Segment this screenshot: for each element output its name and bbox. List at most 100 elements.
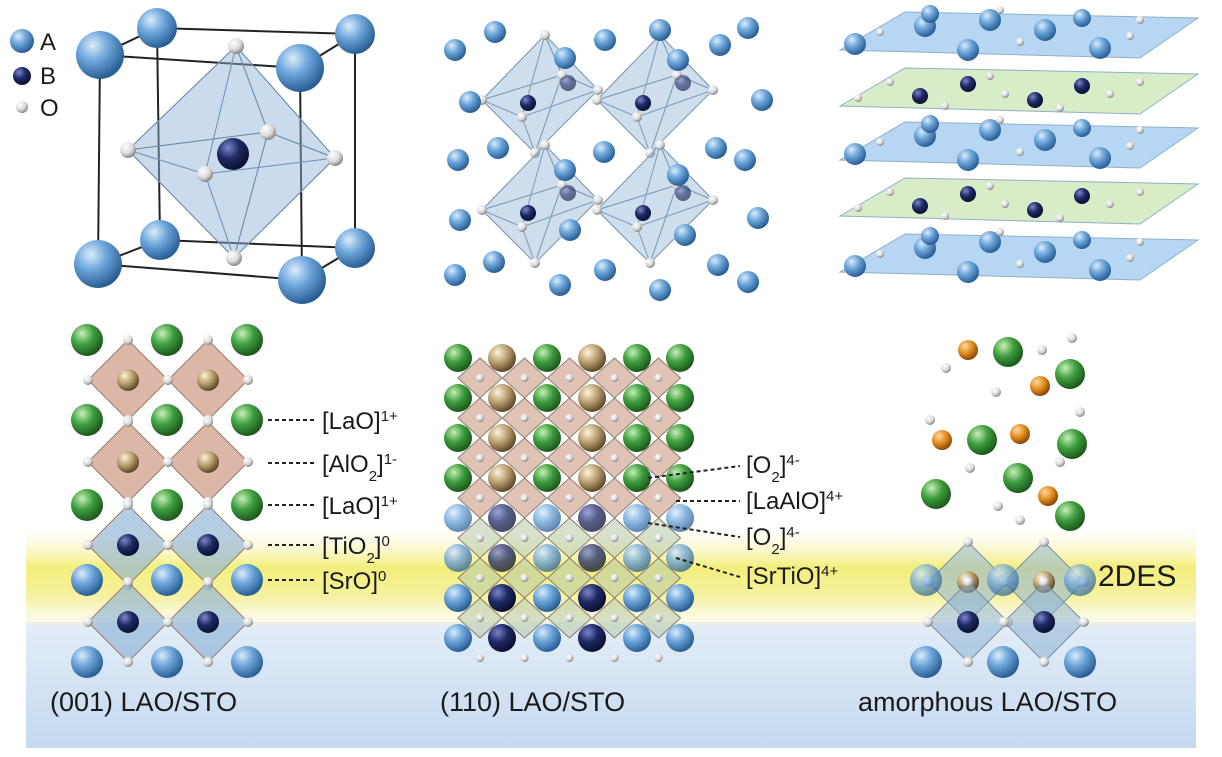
oxygen-atom bbox=[565, 534, 574, 542]
sr-atom bbox=[533, 624, 561, 652]
oxygen-atom bbox=[243, 540, 253, 550]
sr-atom bbox=[71, 564, 103, 596]
a-site-atom bbox=[751, 89, 773, 111]
oxygen-atom bbox=[243, 457, 253, 467]
sr-atom bbox=[444, 584, 472, 612]
oxygen-atom bbox=[520, 414, 529, 422]
a-site-atom bbox=[709, 34, 731, 56]
b-site-atom bbox=[960, 76, 976, 92]
caption-110: (110) LAO/STO bbox=[440, 687, 625, 717]
oxygen-atom bbox=[923, 617, 933, 627]
oxygen-atom bbox=[197, 166, 213, 182]
octahedra-network bbox=[444, 17, 773, 301]
sr-atom bbox=[533, 584, 561, 612]
b-site-atom bbox=[1074, 188, 1090, 204]
sr-atom bbox=[987, 646, 1019, 678]
oxygen-atom bbox=[565, 654, 574, 662]
oxygen-atom bbox=[654, 494, 663, 502]
oxygen-atom bbox=[520, 614, 529, 622]
oxygen-atom bbox=[854, 94, 862, 102]
oxygen-atom bbox=[1055, 457, 1065, 467]
oxygen-atom bbox=[476, 654, 484, 662]
oxygen-atom bbox=[886, 78, 894, 86]
legend-o-label: O bbox=[40, 95, 59, 122]
a-site-atom bbox=[705, 137, 727, 159]
oxygen-atom bbox=[1106, 200, 1114, 208]
a-site-atom bbox=[649, 19, 671, 41]
la-atom bbox=[533, 384, 561, 412]
la-atom bbox=[1003, 463, 1033, 493]
oxygen-atom bbox=[610, 574, 619, 582]
ti-atom bbox=[578, 544, 606, 572]
oxygen-atom bbox=[327, 150, 343, 166]
oxygen-atom bbox=[1039, 537, 1049, 547]
b-site-atom bbox=[635, 205, 651, 221]
sr-atom bbox=[623, 504, 651, 532]
al-atom bbox=[488, 384, 516, 412]
oxygen-atom bbox=[991, 387, 1001, 397]
oxygen-atom bbox=[654, 454, 663, 462]
la-atom bbox=[231, 324, 263, 356]
oxygen-atom bbox=[123, 577, 133, 587]
atomic-plane bbox=[838, 121, 1200, 169]
la-atom bbox=[533, 424, 561, 452]
oxygen-atom bbox=[203, 577, 213, 587]
al-atom bbox=[488, 464, 516, 492]
la-atom bbox=[666, 384, 694, 412]
amorphous-lao-sto-structure bbox=[910, 333, 1096, 678]
oxygen-atom bbox=[120, 142, 136, 158]
a-site-atom bbox=[979, 119, 1001, 141]
oxygen-atom bbox=[876, 28, 884, 36]
a-site-atom bbox=[276, 44, 324, 92]
sr-atom bbox=[444, 624, 472, 652]
a-site-atom bbox=[979, 231, 1001, 253]
oxygen-atom bbox=[476, 534, 484, 542]
oxygen-atom bbox=[1001, 200, 1009, 208]
al-atom bbox=[578, 384, 606, 412]
oxygen-atom bbox=[1016, 148, 1024, 156]
oxygen-atom bbox=[1039, 577, 1049, 587]
lao-sto-001-structure bbox=[71, 324, 263, 678]
oxygen-atom bbox=[854, 204, 862, 212]
oxygen-atom bbox=[565, 374, 574, 382]
a-site-atom bbox=[140, 220, 180, 260]
la-atom bbox=[1055, 501, 1085, 531]
oxygen-atom bbox=[123, 417, 133, 427]
oxygen-atom bbox=[1067, 333, 1077, 343]
labels-110: [O2]4- [LaAlO]4+ [O2]4- [SrTiO]4+ bbox=[647, 452, 843, 590]
a-site-atom bbox=[444, 264, 466, 286]
a-site-atom bbox=[74, 240, 122, 288]
oxygen-atom bbox=[243, 375, 253, 385]
b-site-atom bbox=[117, 611, 139, 633]
b-site-atom bbox=[675, 185, 691, 201]
sr-atom bbox=[910, 564, 942, 596]
sr-atom bbox=[533, 544, 561, 572]
b-site-atom bbox=[197, 369, 219, 391]
oxygen-atom bbox=[520, 374, 529, 382]
oxygen-atom bbox=[1039, 657, 1049, 667]
oxygen-atom bbox=[965, 463, 975, 473]
a-site-atom bbox=[844, 255, 866, 277]
oxygen-atom bbox=[1037, 345, 1047, 355]
a-site-atom bbox=[737, 271, 759, 293]
a-site-atom bbox=[1089, 37, 1111, 59]
la-atom bbox=[71, 404, 103, 436]
cell-edge bbox=[156, 27, 356, 35]
a-site-atom bbox=[278, 256, 326, 304]
al-atom bbox=[1038, 486, 1058, 506]
al-atom bbox=[488, 344, 516, 372]
oxygen-atom bbox=[476, 414, 484, 422]
al-atom bbox=[488, 424, 516, 452]
sr-atom bbox=[151, 564, 183, 596]
oxygen-atom bbox=[565, 414, 574, 422]
la-atom bbox=[444, 344, 472, 372]
al-atom bbox=[1030, 376, 1050, 396]
interface-label: 2DES bbox=[1098, 560, 1176, 593]
oxygen-atom bbox=[941, 212, 949, 220]
a-site-atom bbox=[76, 31, 124, 79]
a-site-atom bbox=[1089, 259, 1111, 281]
oxygen-atom bbox=[163, 540, 173, 550]
b-site-atom bbox=[1027, 92, 1043, 108]
oxygen-atom bbox=[654, 414, 663, 422]
